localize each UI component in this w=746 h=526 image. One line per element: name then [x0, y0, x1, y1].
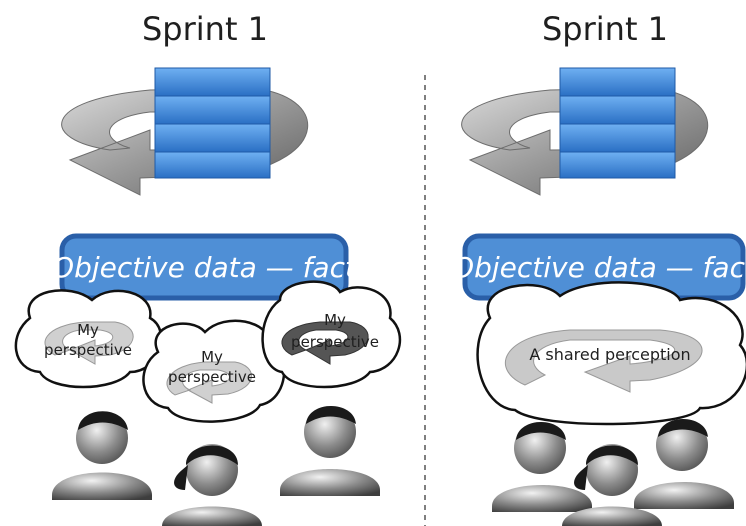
left-perspective-3-line1: My: [324, 311, 346, 329]
right-panel: Sprint 1 Objective data — fact A shared …: [452, 10, 746, 526]
person-icon: [492, 422, 592, 512]
left-fact-box: Objective data — fact: [52, 233, 357, 301]
server-stack-icon: [154, 67, 271, 179]
left-perspective-1-line1: My: [77, 321, 99, 339]
cloud-icon: [476, 281, 746, 426]
left-sprint-title: Sprint 1: [142, 10, 268, 48]
server-stack-icon: [559, 67, 676, 179]
shared-perception-label: A shared perception: [529, 345, 690, 364]
person-icon: [562, 444, 662, 526]
cloud-icon: [142, 319, 286, 423]
right-fact-label: Objective data — fact: [452, 251, 746, 284]
person-icon: [280, 406, 380, 496]
person-icon: [634, 419, 734, 509]
person-icon: [162, 444, 262, 526]
left-perspective-1-line2: perspective: [44, 341, 132, 359]
person-icon: [52, 411, 152, 500]
right-sprint-title: Sprint 1: [542, 10, 668, 48]
left-perspective-3-line2: perspective: [291, 333, 379, 351]
right-fact-box: Objective data — fact: [452, 233, 746, 301]
left-perspective-2-line2: perspective: [168, 368, 256, 386]
left-perspective-2-line1: My: [201, 348, 223, 366]
left-panel: Sprint 1 Objective data — fact: [14, 10, 402, 526]
cloud-icon: [261, 280, 402, 389]
left-fact-label: Objective data — fact: [52, 251, 357, 284]
